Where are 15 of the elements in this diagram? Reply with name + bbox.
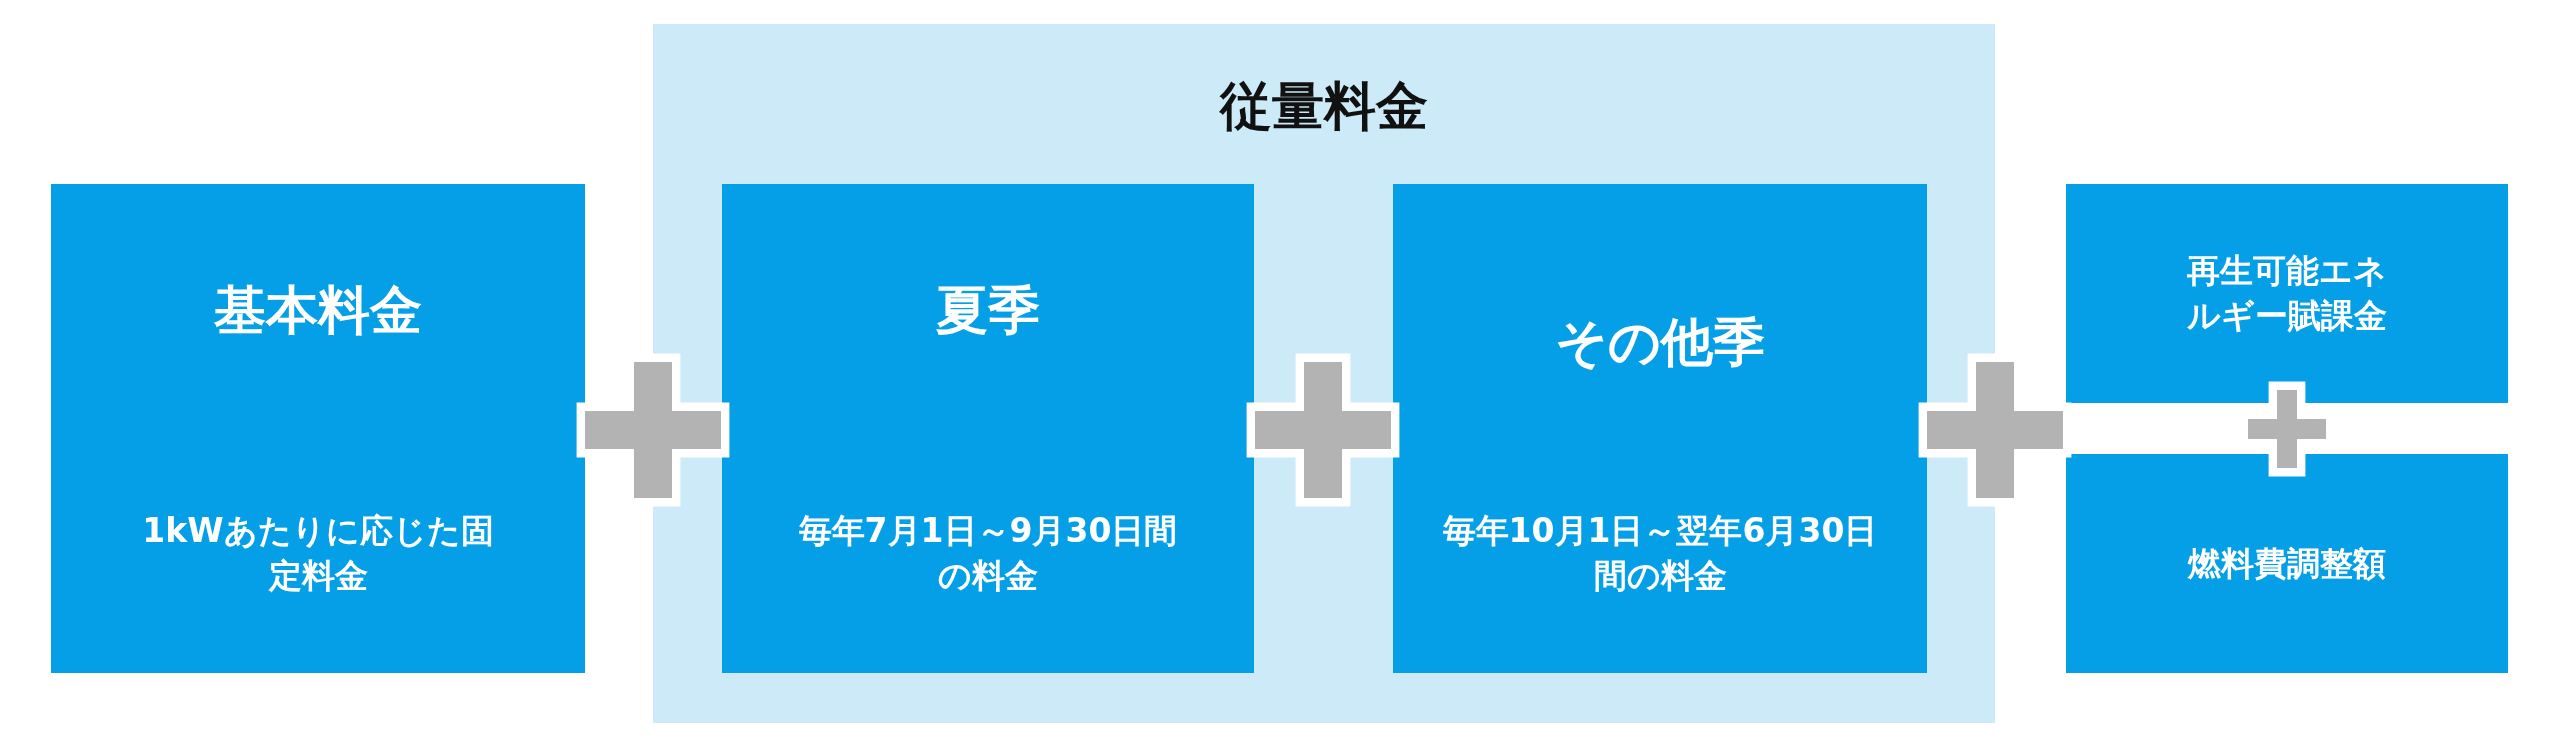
price-box — [2066, 454, 2508, 673]
box-heading: 従量料金 — [1218, 74, 1429, 138]
box-text: 1kWあたりに応じた固定料金 — [141, 510, 495, 597]
box-heading: その他季 — [1554, 310, 1766, 374]
price-box — [1393, 184, 1927, 673]
box-heading: 夏季 — [935, 278, 1041, 342]
price-box — [51, 184, 585, 673]
group-panel — [653, 24, 1995, 723]
price-box — [722, 184, 1254, 673]
box-text: 毎年7月1日～9月30日間の料金 — [798, 510, 1178, 597]
box-text: 毎年10月1日～翌年6月30日間の料金 — [1441, 510, 1879, 597]
box-text: 再生可能エネルギー賦課金 — [2186, 250, 2388, 337]
box-heading: 基本料金 — [213, 278, 423, 342]
price-box — [2066, 184, 2508, 403]
box-text: 燃料費調整額 — [2186, 542, 2387, 585]
